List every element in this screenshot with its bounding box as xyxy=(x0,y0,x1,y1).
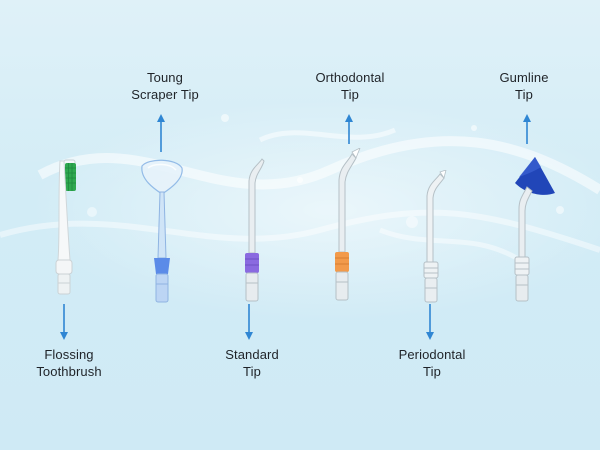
gumline-tip-icon xyxy=(514,157,555,302)
label-line: Periodontal xyxy=(398,347,466,362)
label-line: Standard xyxy=(225,347,279,362)
arrow-down-icon xyxy=(60,304,68,340)
arrow-up-icon xyxy=(523,114,531,144)
label-gumline-tip: Gumline Tip xyxy=(454,69,594,103)
label-periodontal-tip: Periodontal Tip xyxy=(362,346,502,380)
label-orthodontal-tip: Orthodontal Tip xyxy=(280,69,420,103)
label-line: Gumline xyxy=(499,70,549,85)
label-line: Tip xyxy=(341,87,359,102)
label-line: Orthodontal xyxy=(315,70,385,85)
label-tongue-scraper-tip: Toung Scraper Tip xyxy=(95,69,235,103)
orthodontal-tip-icon xyxy=(335,148,361,301)
flossing-toothbrush-icon xyxy=(55,159,76,295)
label-line: Toung xyxy=(147,70,183,85)
arrow-up-icon xyxy=(157,114,165,152)
label-standard-tip: Standard Tip xyxy=(182,346,322,380)
label-line: Tip xyxy=(515,87,533,102)
standard-tip-icon xyxy=(245,158,265,302)
tongue-scraper-tip-icon xyxy=(141,159,183,303)
label-line: Scraper Tip xyxy=(131,87,199,102)
label-line: Tip xyxy=(423,364,441,379)
label-line: Tip xyxy=(243,364,261,379)
label-line: Flossing xyxy=(44,347,94,362)
arrow-up-icon xyxy=(345,114,353,144)
arrow-down-icon xyxy=(245,304,253,340)
periodontal-tip-icon xyxy=(423,170,447,303)
label-line: Toothbrush xyxy=(36,364,102,379)
label-flossing-toothbrush: Flossing Toothbrush xyxy=(0,346,139,380)
arrow-down-icon xyxy=(426,304,434,340)
